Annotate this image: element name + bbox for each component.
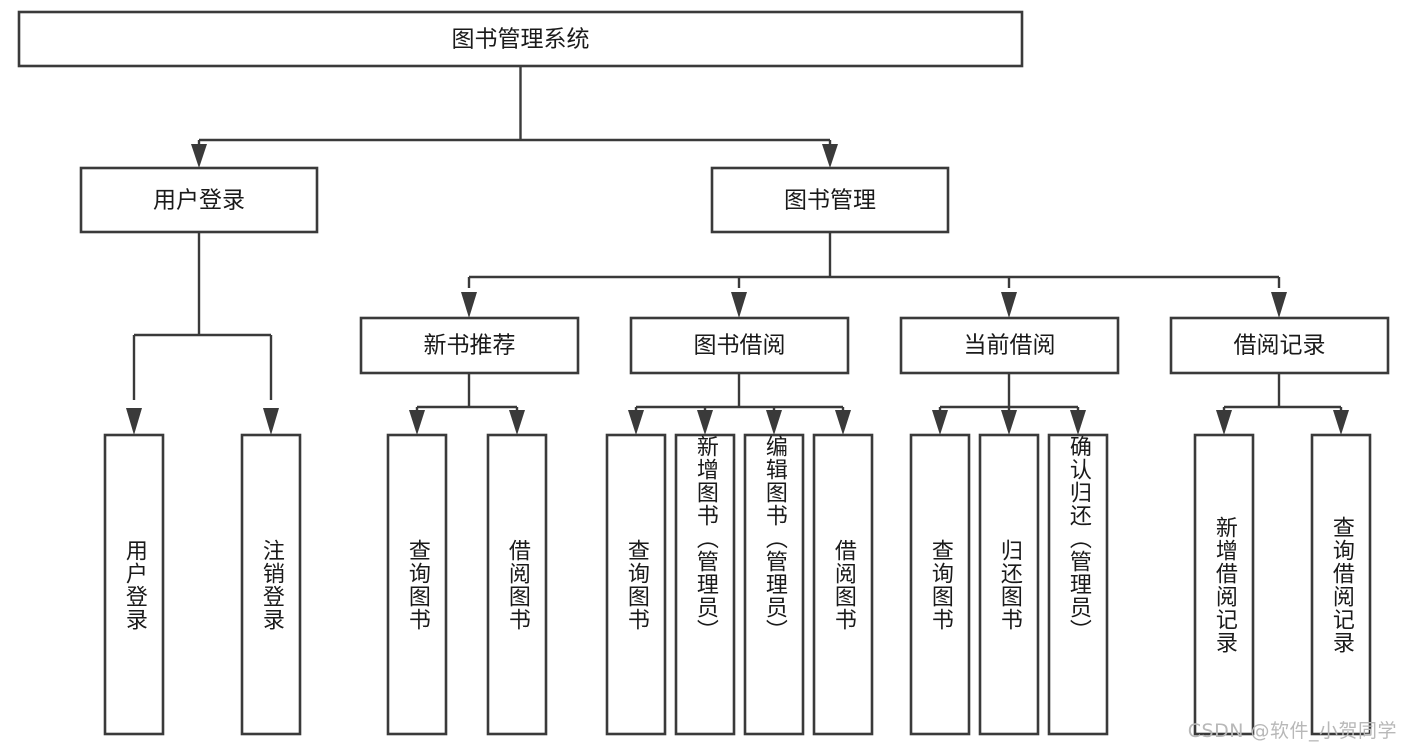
arrow-leaf-query-book-b [628, 410, 644, 435]
arrow-to-borrow-record [1271, 292, 1287, 318]
node-borrow-box[interactable] [629, 316, 850, 375]
connector-layer [126, 66, 1349, 435]
arrow-leaf-query-record [1333, 410, 1349, 435]
leaf-box-user-login[interactable] [103, 433, 165, 736]
leaf-box-query-book-c[interactable] [909, 433, 971, 736]
node-book-mgmt-label: 图书管理 [784, 188, 876, 214]
node-current-borrow-box[interactable] [899, 316, 1120, 375]
node-user-login-label: 用户登录 [153, 188, 245, 214]
arrow-leaf-borrow-book-a [509, 410, 525, 435]
node-borrow-label: 图书借阅 [694, 333, 786, 359]
arrow-to-borrow [731, 292, 747, 318]
leaf-box-query-record[interactable] [1310, 433, 1372, 736]
node-new-book-box[interactable] [359, 316, 580, 375]
node-book-mgmt-box[interactable] [710, 166, 950, 234]
arrow-leaf-add-record [1216, 410, 1232, 435]
leaf-box-logout[interactable] [240, 433, 302, 736]
node-borrow-record-label: 借阅记录 [1234, 333, 1326, 359]
arrow-leaf-add-book [697, 410, 713, 435]
leaf-box-return-book[interactable] [978, 433, 1040, 736]
node-root-label: 图书管理系统 [452, 27, 590, 53]
node-layer: 图书管理系统 用户登录 图书管理 新书推荐 图书借阅 当前借阅 借阅记录 [17, 10, 1390, 736]
leaf-box-edit-book[interactable] [743, 433, 805, 736]
arrow-leaf-confirm-return [1070, 410, 1086, 435]
arrow-to-new-book [461, 292, 477, 318]
node-root-box[interactable] [17, 10, 1024, 68]
leaf-box-confirm-return[interactable] [1047, 433, 1109, 736]
leaf-box-borrow-book-a[interactable] [486, 433, 548, 736]
node-borrow-record-box[interactable] [1169, 316, 1390, 375]
watermark-text: CSDN @软件_小贺同学 [1187, 720, 1397, 742]
arrow-to-book-mgmt [822, 144, 838, 168]
arrow-leaf-logout [263, 408, 279, 435]
leaf-box-query-book-b[interactable] [605, 433, 667, 736]
arrow-leaf-return-book [1001, 410, 1017, 435]
node-user-login-box[interactable] [79, 166, 319, 234]
node-current-borrow-label: 当前借阅 [964, 333, 1056, 359]
leaf-box-query-book-a[interactable] [386, 433, 448, 736]
arrow-leaf-query-book-c [932, 410, 948, 435]
leaf-box-add-book[interactable] [674, 433, 736, 736]
arrow-leaf-user-login [126, 408, 142, 435]
node-new-book-label: 新书推荐 [424, 333, 516, 359]
arrow-leaf-borrow-book-b [835, 410, 851, 435]
arrow-leaf-edit-book [766, 410, 782, 435]
leaf-box-borrow-book-b[interactable] [812, 433, 874, 736]
arrow-to-current-borrow [1001, 292, 1017, 318]
arrow-leaf-query-book-a [409, 410, 425, 435]
arrow-to-user-login [191, 144, 207, 168]
leaf-box-add-record[interactable] [1193, 433, 1255, 736]
